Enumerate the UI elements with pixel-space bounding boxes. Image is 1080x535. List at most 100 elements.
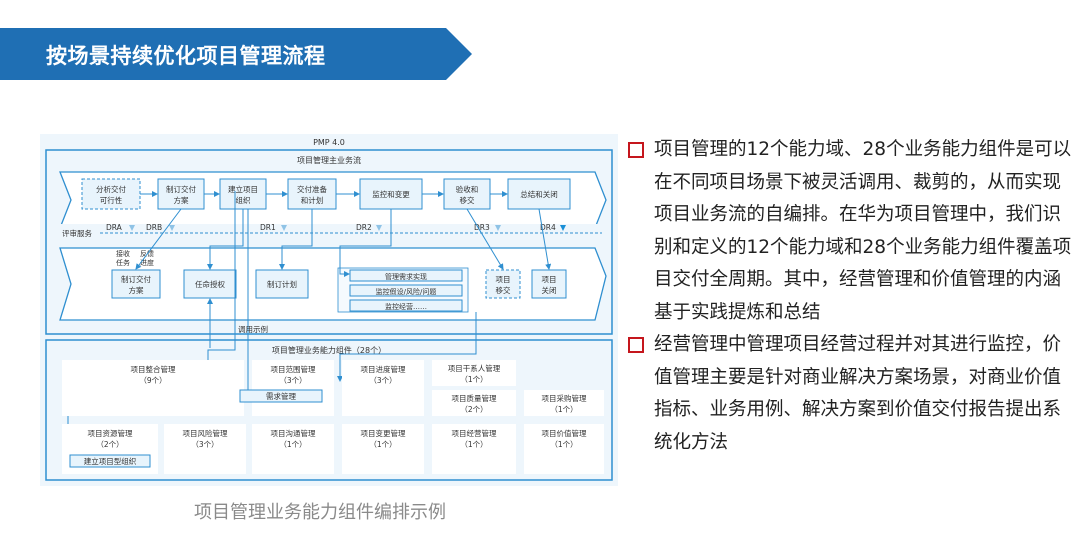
progress-label: 进度 [140, 258, 154, 267]
component-communication: 项目沟通管理 （1个） [252, 424, 334, 474]
component-5-count: （2个） [460, 405, 487, 414]
flow-step-3-l2: 组织 [236, 195, 251, 205]
component-operation: 项目经营管理 （1个） [432, 424, 516, 474]
gate-dra: DRA [106, 223, 123, 232]
gate-drb: DRB [146, 223, 162, 232]
component-7-name: 项目资源管理 [88, 428, 133, 438]
flow-step-accept-handover: 验收和 移交 [443, 178, 491, 210]
flow-step-summary-close: 总结和关闭 [507, 178, 571, 210]
sub-component-requirements: 需求管理 [239, 389, 323, 403]
component-1-name: 项目整合管理 [131, 364, 176, 374]
sub-step-2-l1: 任命授权 [195, 279, 225, 289]
sub-step-solution: 制订交付 方案 [111, 269, 161, 299]
gate-dr2: DR2 [356, 223, 372, 232]
bullet-text-2: 经营管理中管理项目经营过程并对其进行监控，价值管理主要是针对商业解决方案场景，对… [654, 334, 1062, 453]
monitor-item-1: 管理需求实现 [385, 272, 427, 281]
component-8-name: 项目风险管理 [183, 428, 228, 438]
component-7-count: （2个） [96, 440, 123, 449]
sub-step-make-plan: 制订计划 [255, 269, 309, 299]
component-6-name: 项目采购管理 [542, 393, 587, 403]
banner-shape [0, 28, 472, 80]
component-8-count: （3个） [191, 440, 218, 449]
bullet-item-2: 经营管理中管理项目经营过程并对其进行监控，价值管理主要是针对商业解决方案场景，对… [628, 329, 1073, 459]
gate-dr4: DR4 [540, 223, 556, 232]
sub-component-build-org: 建立项目型组织 [69, 454, 151, 468]
component-integration: 项目整合管理 （9个） [62, 360, 244, 416]
monitor-item-2: 监控假设/风险/问题 [376, 287, 437, 296]
flow-step-prepare-plan: 交付准备 和计划 [287, 178, 337, 210]
main-flow-title: 项目管理主业务流 [297, 155, 361, 165]
flow-step-analyze: 分析交付 可行性 [81, 178, 141, 210]
component-3-name: 项目进度管理 [361, 364, 406, 374]
components-frame [45, 339, 613, 481]
component-5-name: 项目质量管理 [452, 393, 497, 403]
sub-step-4-l1: 项目 [496, 275, 511, 284]
flow-step-build-org: 建立项目 组织 [219, 178, 267, 210]
component-10-count: （1个） [369, 440, 396, 449]
component-procurement: 项目采购管理 （1个） [524, 390, 604, 416]
flow-step-5-l1: 监控和变更 [372, 189, 410, 199]
flow-step-7-l1: 总结和关闭 [520, 189, 558, 199]
monitor-item-3: 监控经营…… [385, 302, 427, 311]
receive-label: 接收 [116, 249, 130, 258]
component-value: 项目价值管理 （1个） [524, 424, 604, 474]
component-11-name: 项目经营管理 [452, 428, 497, 438]
component-stakeholder: 项目干系人管理 （1个） [432, 360, 516, 386]
bullet-item-1: 项目管理的12个能力域、28个业务能力组件是可以在不同项目场景下被灵活调用、裁剪… [628, 134, 1073, 329]
bullet-square-icon [628, 337, 644, 353]
flow-step-6-l1: 验收和 [456, 184, 479, 194]
sub-step-5-l1: 项目 [542, 275, 557, 284]
flow-step-6-l2: 移交 [460, 195, 475, 205]
sub-step-1-l1: 制订交付 [121, 274, 151, 284]
page-title: 按场景持续优化项目管理流程 [46, 44, 326, 68]
sub-step-3-l1: 制订计划 [267, 279, 297, 289]
bullet-list: 项目管理的12个能力域、28个业务能力组件是可以在不同项目场景下被灵活调用、裁剪… [628, 134, 1073, 459]
flow-step-4-l1: 交付准备 [297, 184, 327, 194]
task-label: 任务 [116, 258, 130, 267]
flow-step-plan-solution: 制订交付 方案 [157, 178, 205, 210]
main-flow-frame [45, 149, 613, 335]
component-4-count: （1个） [460, 375, 487, 384]
component-12-count: （1个） [550, 440, 577, 449]
flow-step-analyze-l1: 分析交付 [96, 184, 126, 194]
sub-step-5-l2: 关闭 [542, 285, 557, 295]
title-banner: 按场景持续优化项目管理流程 [0, 28, 472, 80]
component-2-count: （3个） [279, 376, 306, 385]
gate-markers [129, 225, 566, 231]
sub-step-appoint: 任命授权 [183, 269, 237, 299]
component-quality: 项目质量管理 （2个） [432, 390, 516, 416]
flow-step-monitor-change: 监控和变更 [359, 178, 423, 210]
bullet-text-1: 项目管理的12个能力域、28个业务能力组件是可以在不同项目场景下被灵活调用、裁剪… [654, 139, 1072, 323]
component-6-count: （1个） [550, 405, 577, 414]
flow-step-2-l2: 方案 [174, 195, 189, 205]
component-1-count: （9个） [139, 376, 166, 385]
invoke-example-label: 调用示例 [238, 324, 268, 334]
flow-step-4-l2: 和计划 [301, 195, 324, 205]
components-title: 项目管理业务能力组件（28个） [272, 345, 386, 355]
sub-component-1: 需求管理 [266, 391, 296, 401]
component-10-name: 项目变更管理 [361, 428, 406, 438]
component-scope: 项目范围管理 （3个） [252, 360, 334, 416]
sub-step-close: 项目 关闭 [531, 269, 567, 299]
component-9-count: （1个） [279, 440, 306, 449]
gate-dr1: DR1 [260, 223, 276, 232]
component-risk: 项目风险管理 （3个） [164, 424, 246, 474]
flow-step-3-l1: 建立项目 [228, 184, 258, 194]
component-change: 项目变更管理 （1个） [342, 424, 424, 474]
component-9-name: 项目沟通管理 [271, 428, 316, 438]
sub-step-4-l2: 移交 [496, 285, 511, 295]
gate-dr3: DR3 [474, 223, 490, 232]
sub-component-2: 建立项目型组织 [84, 456, 137, 466]
diagram-caption: 项目管理业务能力组件编排示例 [194, 502, 446, 523]
component-2-name: 项目范围管理 [271, 364, 316, 374]
bullet-square-icon [628, 142, 644, 158]
flow-step-analyze-l2: 可行性 [100, 195, 123, 205]
review-service-label: 评审服务 [62, 228, 92, 238]
component-3-count: （3个） [369, 376, 396, 385]
component-schedule: 项目进度管理 （3个） [342, 360, 424, 416]
component-11-count: （1个） [460, 440, 487, 449]
sub-step-1-l2: 方案 [129, 285, 144, 295]
monitor-items-group: 管理需求实现 监控假设/风险/问题 监控经营…… [337, 267, 469, 313]
component-12-name: 项目价值管理 [542, 428, 587, 438]
flow-step-2-l1: 制订交付 [166, 184, 196, 194]
